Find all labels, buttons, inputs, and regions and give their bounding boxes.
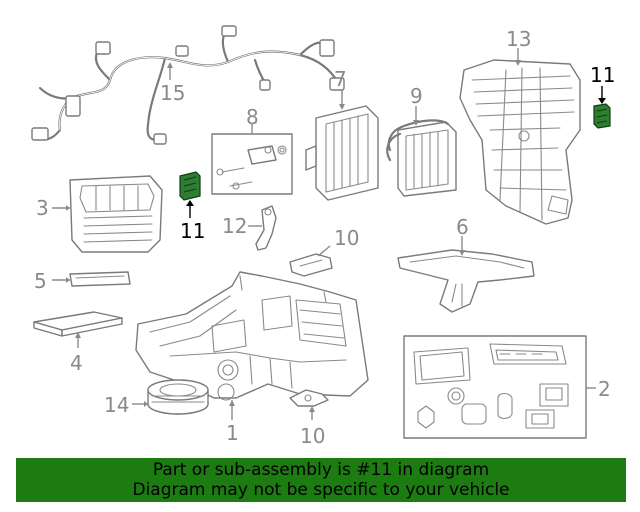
arrow-15 xyxy=(167,62,173,68)
arrow-13 xyxy=(515,60,521,66)
callout-13: 13 xyxy=(506,27,531,51)
callout-7: 7 xyxy=(334,67,347,91)
parts-diagram: 15 3 11 8 7 xyxy=(31,25,615,448)
arrow-9 xyxy=(413,120,419,126)
part-11-module-right[interactable] xyxy=(593,103,611,129)
callout-1: 1 xyxy=(226,421,239,445)
banner-line-2: Diagram may not be specific to your vehi… xyxy=(132,480,510,500)
arrow-4 xyxy=(75,332,81,338)
callout-9: 9 xyxy=(410,84,423,108)
leader-10-upper xyxy=(317,245,331,257)
part-6-floor-duct[interactable] xyxy=(397,249,535,313)
part-11-module-left[interactable] xyxy=(179,171,201,201)
part-8-hardware-kit[interactable] xyxy=(211,133,293,195)
callout-11-right: 11 xyxy=(590,63,615,87)
callout-2: 2 xyxy=(598,377,611,401)
callout-6: 6 xyxy=(456,215,469,239)
part-2-seal-kit[interactable] xyxy=(403,335,587,439)
arrow-11-left xyxy=(186,200,194,206)
arrow-3 xyxy=(66,205,70,211)
arrow-6 xyxy=(459,250,465,256)
part-10-bracket-upper[interactable] xyxy=(289,253,333,277)
part-13-duct-housing[interactable] xyxy=(459,59,581,225)
callout-5: 5 xyxy=(34,269,47,293)
arrow-7 xyxy=(339,104,345,110)
callout-3: 3 xyxy=(36,196,49,220)
part-4-cabin-filter[interactable] xyxy=(33,311,123,337)
part-9-evaporator[interactable] xyxy=(386,119,457,197)
arrow-14 xyxy=(144,401,148,407)
callout-15: 15 xyxy=(160,81,185,105)
part-14-blower-motor[interactable] xyxy=(147,379,209,415)
part-12-sensor[interactable] xyxy=(255,205,277,251)
callout-10-lower: 10 xyxy=(300,424,325,448)
part-5-seal[interactable] xyxy=(69,271,131,287)
callout-12: 12 xyxy=(222,214,247,238)
callout-4: 4 xyxy=(70,351,83,375)
banner-line-1: Part or sub-assembly is #11 in diagram xyxy=(152,460,490,480)
arrow-10-lower xyxy=(309,406,315,412)
part-7-heater-core[interactable] xyxy=(305,105,379,201)
arrow-1 xyxy=(229,400,235,406)
callout-11-left: 11 xyxy=(180,219,205,243)
arrow-5 xyxy=(66,277,70,283)
arrow-11-right xyxy=(598,98,606,104)
info-banner: Part or sub-assembly is #11 in diagram D… xyxy=(16,458,626,502)
part-10-bracket-lower[interactable] xyxy=(289,389,329,407)
callout-10-upper: 10 xyxy=(334,226,359,250)
callout-14: 14 xyxy=(104,393,129,417)
callout-8: 8 xyxy=(246,105,259,129)
part-3-blower-housing[interactable] xyxy=(69,175,163,253)
main-hvac-housing[interactable] xyxy=(135,271,369,401)
part-15-wiring-harness[interactable] xyxy=(31,25,345,145)
